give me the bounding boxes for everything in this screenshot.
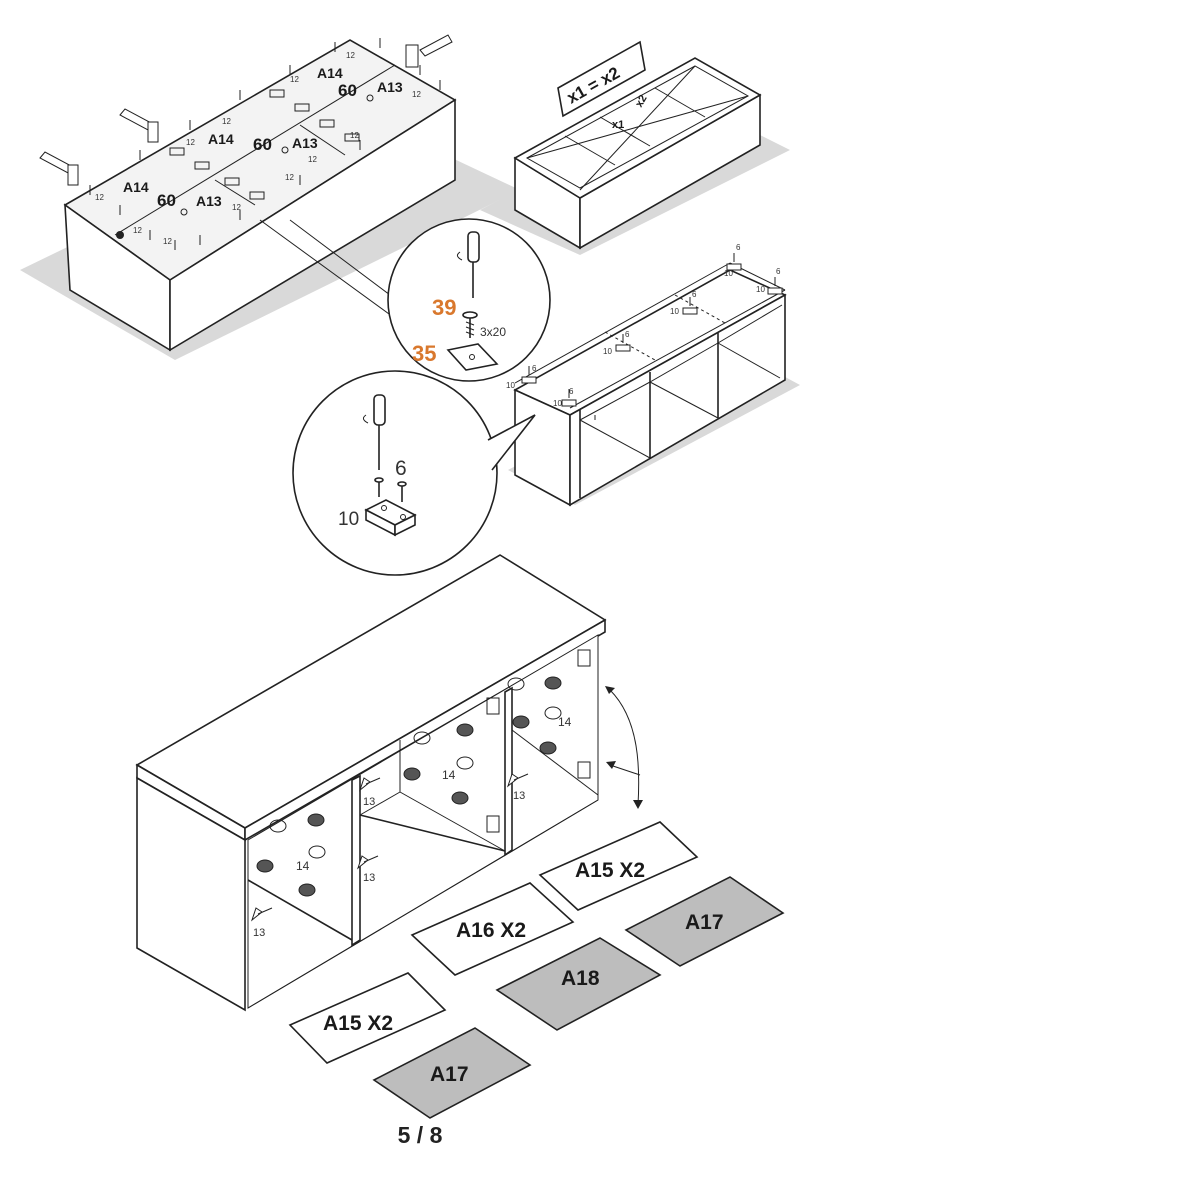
label-13: 13 xyxy=(363,796,375,808)
label-10: 10 xyxy=(670,307,679,316)
bar-clamp-icon xyxy=(119,108,159,143)
label-6: 6 xyxy=(692,290,697,299)
metal-plate-icon xyxy=(446,343,499,371)
label-12: 12 xyxy=(186,138,195,147)
label-x1: x1 xyxy=(612,119,624,131)
label-10: 10 xyxy=(506,381,515,390)
label-13: 13 xyxy=(513,790,525,802)
panel-label: A17 xyxy=(430,1063,469,1086)
panel-a17-bottom: A17 xyxy=(372,1027,532,1119)
screw-detail-callout: 39 35 3x20 xyxy=(259,218,551,382)
label-60: 60 xyxy=(338,81,357,100)
panel-label: A18 xyxy=(561,967,600,990)
panel-a18: A18 xyxy=(495,937,662,1031)
screwdriver-icon xyxy=(456,231,480,298)
label-12: 12 xyxy=(290,75,299,84)
label-10: 10 xyxy=(553,399,562,408)
label-13: 13 xyxy=(363,872,375,884)
label-12: 12 xyxy=(412,90,421,99)
label-a13: A13 xyxy=(377,79,403,95)
label-12: 12 xyxy=(222,117,231,126)
label-6: 6 xyxy=(625,330,630,339)
label-12: 12 xyxy=(346,51,355,60)
label-12: 12 xyxy=(350,131,359,140)
label-14: 14 xyxy=(442,768,456,782)
label-6: 6 xyxy=(776,267,781,276)
label-x2: x2 xyxy=(633,93,650,110)
label-6: 6 xyxy=(532,364,537,373)
label-14: 14 xyxy=(296,859,310,873)
panel-label: A15 X2 xyxy=(323,1012,393,1035)
label-12: 12 xyxy=(308,155,317,164)
label-a14: A14 xyxy=(123,179,149,195)
label-14: 14 xyxy=(558,715,572,729)
label-a14: A14 xyxy=(208,131,234,147)
label-13: 13 xyxy=(253,927,265,939)
label-12: 12 xyxy=(95,193,104,202)
part-number-6: 6 xyxy=(395,457,407,480)
screwdriver-icon xyxy=(362,394,386,470)
door-panels: A15 X2 A17 A16 X2 A18 A15 X2 A17 xyxy=(288,821,785,1119)
label-12: 12 xyxy=(285,173,294,182)
panel-label: A16 X2 xyxy=(456,919,526,942)
label-a13: A13 xyxy=(292,135,318,151)
hinge-cup-icon xyxy=(256,649,591,897)
panel-a15-bottom: A15 X2 xyxy=(288,972,447,1064)
square-check-illustration: x1 = x2 x1 x2 xyxy=(480,40,790,255)
bar-clamp-icon xyxy=(405,34,453,68)
screw-icon xyxy=(462,311,478,338)
part-number-35: 35 xyxy=(412,341,436,366)
part-number-39: 39 xyxy=(432,295,456,320)
panel-a15-top: A15 X2 xyxy=(538,821,699,911)
label-a14: A14 xyxy=(317,65,343,81)
bar-clamp-icon xyxy=(39,151,79,186)
arrow-icon xyxy=(250,773,529,922)
upright-cabinet-illustration: 6 6 6 6 6 6 10 10 10 10 10 10 xyxy=(506,243,800,507)
label-10: 10 xyxy=(603,347,612,356)
label-12: 12 xyxy=(232,203,241,212)
glide-detail-callout: 6 10 xyxy=(292,370,536,576)
label-12: 12 xyxy=(163,237,172,246)
door-swing-arrow-icon xyxy=(605,686,643,809)
screw-size: 3x20 xyxy=(480,325,506,339)
label-a13: A13 xyxy=(196,193,222,209)
panel-label: A15 X2 xyxy=(575,859,645,882)
label-6: 6 xyxy=(736,243,741,252)
panel-a16: A16 X2 xyxy=(410,882,575,976)
part-number-10: 10 xyxy=(338,509,359,530)
label-10: 10 xyxy=(756,285,765,294)
glide-pad-icon xyxy=(364,499,417,537)
label-12: 12 xyxy=(133,226,142,235)
label-10: 10 xyxy=(724,269,733,278)
label-60: 60 xyxy=(157,191,176,210)
panel-a17-top: A17 xyxy=(624,876,785,967)
screw-icon xyxy=(374,477,407,502)
label-60: 60 xyxy=(253,135,272,154)
label-6: 6 xyxy=(569,387,574,396)
page-number: 5 / 8 xyxy=(397,1122,443,1148)
panel-label: A17 xyxy=(685,911,724,934)
carcass-clamped-illustration: A14 A14 A14 60 60 60 A13 A13 A13 12 12 1… xyxy=(20,34,520,360)
front-cabinet-illustration: 13 13 13 13 14 14 14 xyxy=(135,554,643,1012)
